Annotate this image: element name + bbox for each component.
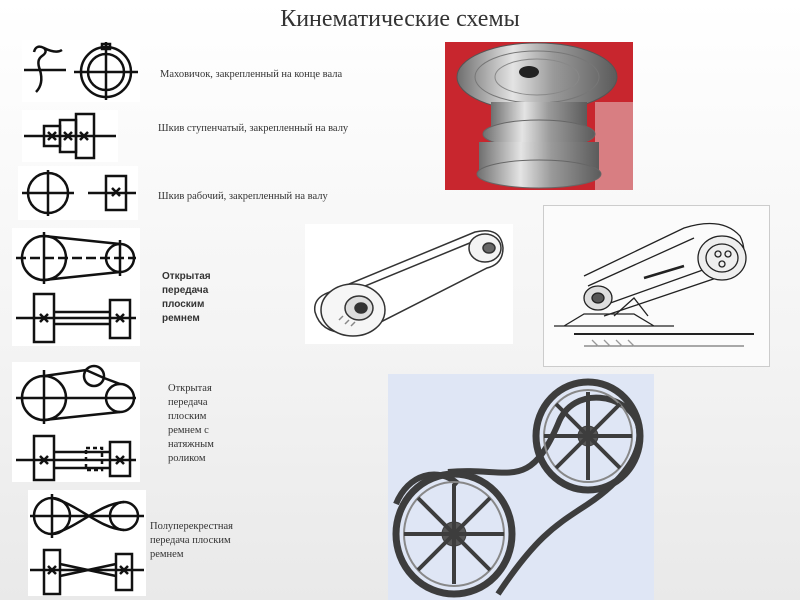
item-caption: Шкив ступенчатый, закрепленный на валу — [158, 123, 349, 134]
handwheel-symbol — [22, 40, 140, 102]
stepped-pulley-photo — [445, 42, 633, 190]
page-title: Кинематические схемы — [280, 6, 520, 32]
stepped-pulley-symbol — [22, 110, 118, 162]
belt-mechanism-engraving — [543, 205, 770, 367]
half-crossed-belt-drive-symbol — [28, 490, 146, 596]
item-caption: Маховичок, закрепленный на конце вала — [160, 69, 343, 80]
open-belt-drive-symbol — [12, 228, 140, 346]
crossed-belt-wheels-render — [388, 374, 654, 600]
item-caption: Открытая передача плоским ремнем — [162, 271, 211, 324]
belt-drive-tension-roller-symbol — [12, 362, 140, 482]
working-pulley-symbol — [18, 166, 138, 220]
item-caption: Открытая передача плоским ремнем с натяж… — [168, 383, 214, 464]
belt-drive-drawing — [305, 224, 513, 344]
item-caption: Полуперекрестная передача плоским ремнем — [150, 521, 234, 560]
item-caption: Шкив рабочий, закрепленный на валу — [158, 191, 328, 202]
